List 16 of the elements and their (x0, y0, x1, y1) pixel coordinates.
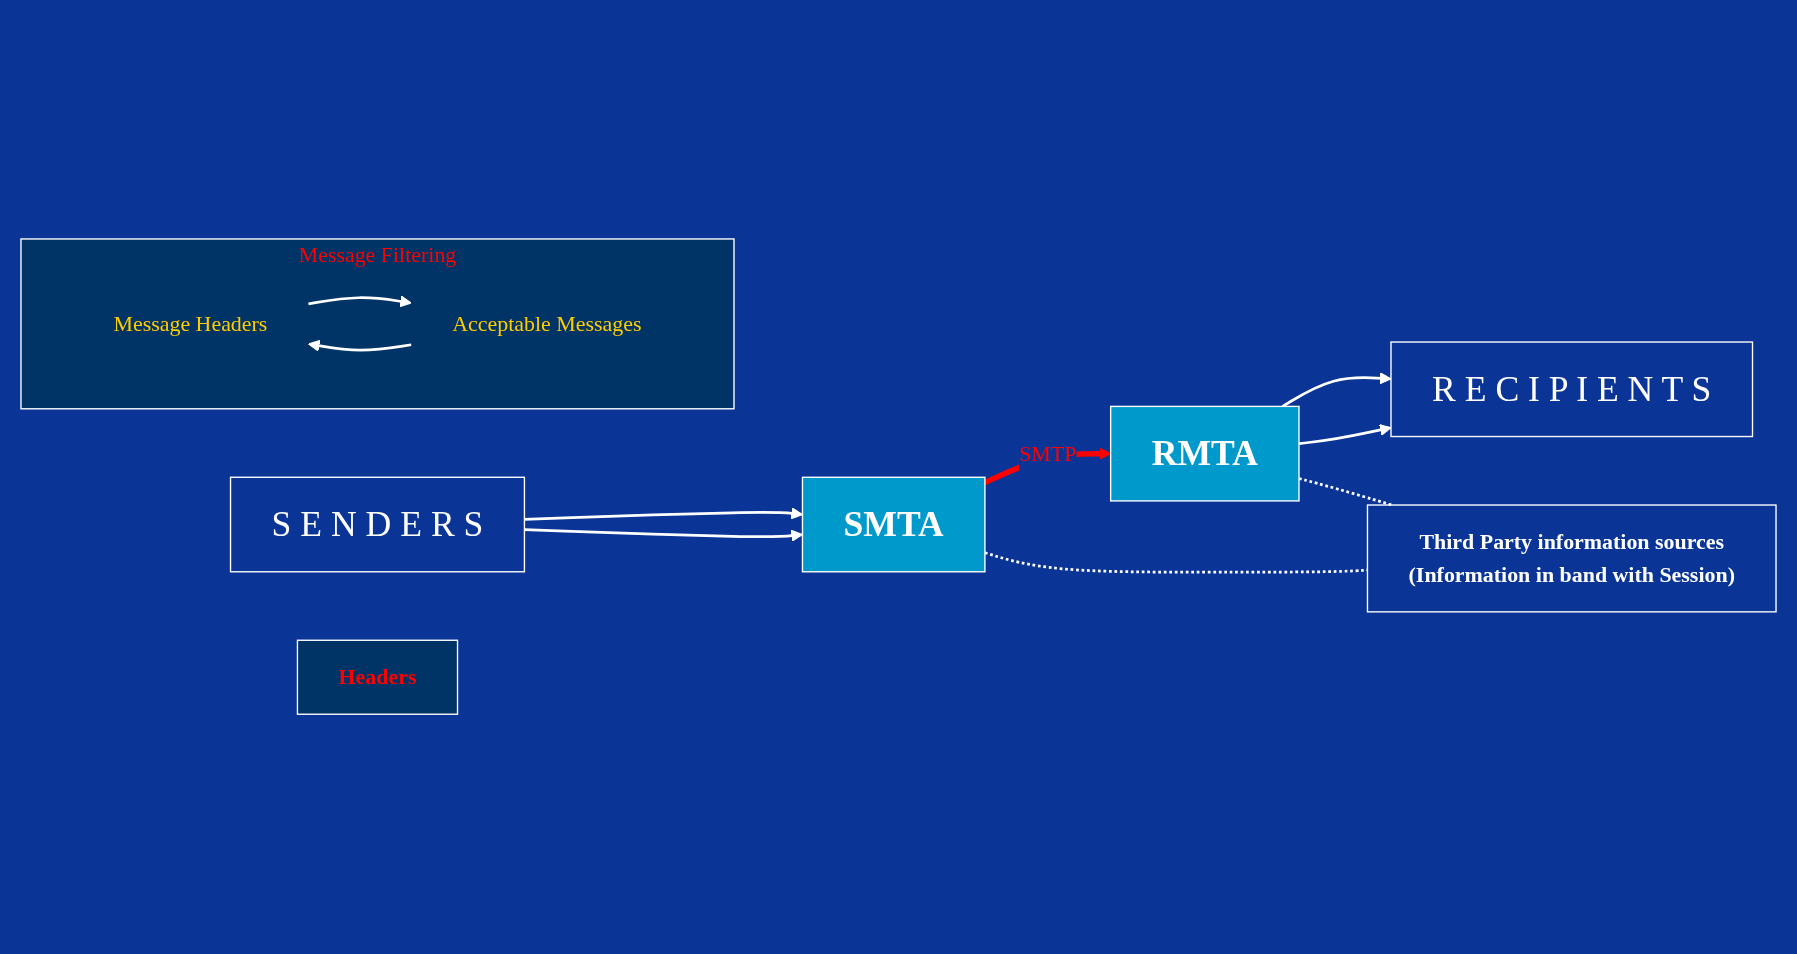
arrow (1281, 372, 1392, 408)
connector (1298, 477, 1393, 507)
node-text: Acceptable Messages (452, 311, 642, 336)
arrow (308, 295, 412, 308)
arrow (307, 340, 412, 353)
edge-label: SMTP (1019, 441, 1077, 466)
connector (984, 551, 1368, 574)
arrow (524, 528, 803, 543)
node-box: RMTA (1109, 406, 1300, 502)
node-box: SMTA (801, 477, 986, 573)
node-box: R E C I P I E N T S (1390, 341, 1754, 438)
node-box: Third Party information sources (Information in band with Session) (1366, 504, 1777, 613)
node-text: Message Headers (113, 311, 268, 336)
node-box: S E N D E R S (229, 477, 526, 573)
node-box: Headers (296, 640, 459, 716)
arrow (524, 507, 803, 522)
